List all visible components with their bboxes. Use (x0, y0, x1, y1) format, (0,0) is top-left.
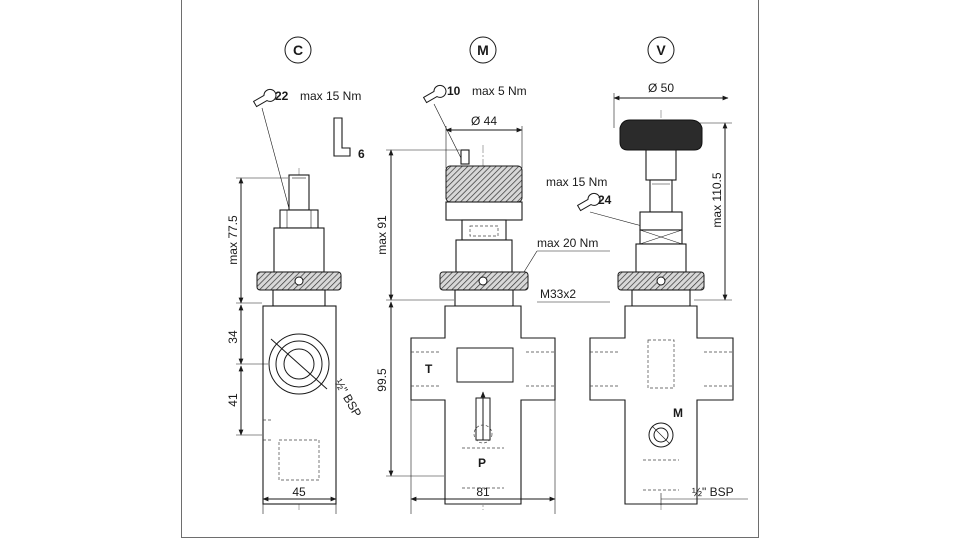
wrench-size-c: 22 (275, 89, 289, 103)
wrench-size-m: 10 (447, 84, 461, 98)
view-c: 6 22 max 15 Nm (226, 88, 365, 514)
dim-width-c: 45 (292, 485, 306, 499)
dim-lower-c: 41 (226, 393, 240, 407)
wrench-size-v: 24 (598, 193, 612, 207)
view-title-v: V (647, 36, 675, 64)
torque-m: max 5 Nm (472, 84, 527, 98)
dim-mid-c: 34 (226, 330, 240, 344)
dim-height-c: max 77.5 (226, 215, 240, 265)
torque-v: max 15 Nm (546, 175, 607, 189)
view-label-c: C (293, 42, 303, 58)
mount-thread-m: M33x2 (540, 287, 576, 301)
drawing-frame (181, 0, 759, 538)
view-label-m: M (477, 42, 489, 58)
wrench-icon (576, 192, 601, 212)
view-v: Ø 50 max 15 Nm 24 (546, 81, 748, 510)
nut-torque-m: max 20 Nm (537, 236, 598, 250)
port-thread-v: ½" BSP (692, 485, 734, 499)
view-title-c: C (284, 36, 312, 64)
knob-diameter-m: Ø 44 (471, 114, 497, 128)
torque-c: max 15 Nm (300, 89, 361, 103)
hex-key-icon (333, 117, 351, 157)
port-p-label: P (478, 456, 486, 470)
wrench-icon (252, 88, 277, 108)
knob-diameter-v: Ø 50 (648, 81, 674, 95)
wrench-icon (422, 84, 447, 104)
hex-key-size: 6 (358, 147, 365, 161)
dim-height-m: max 91 (375, 215, 389, 255)
port-t-label: T (425, 362, 433, 376)
view-label-v: V (656, 42, 666, 58)
adjust-knob (619, 119, 703, 151)
dim-width-m: 81 (476, 485, 490, 499)
dim-body-m: 99.5 (375, 368, 389, 392)
port-m-label: M (673, 406, 683, 420)
view-m: 10 max 5 Nm Ø 44 max 20 Nm M33x2 (375, 84, 610, 514)
dim-height-v: max 110.5 (710, 172, 724, 227)
view-title-m: M (469, 36, 497, 64)
